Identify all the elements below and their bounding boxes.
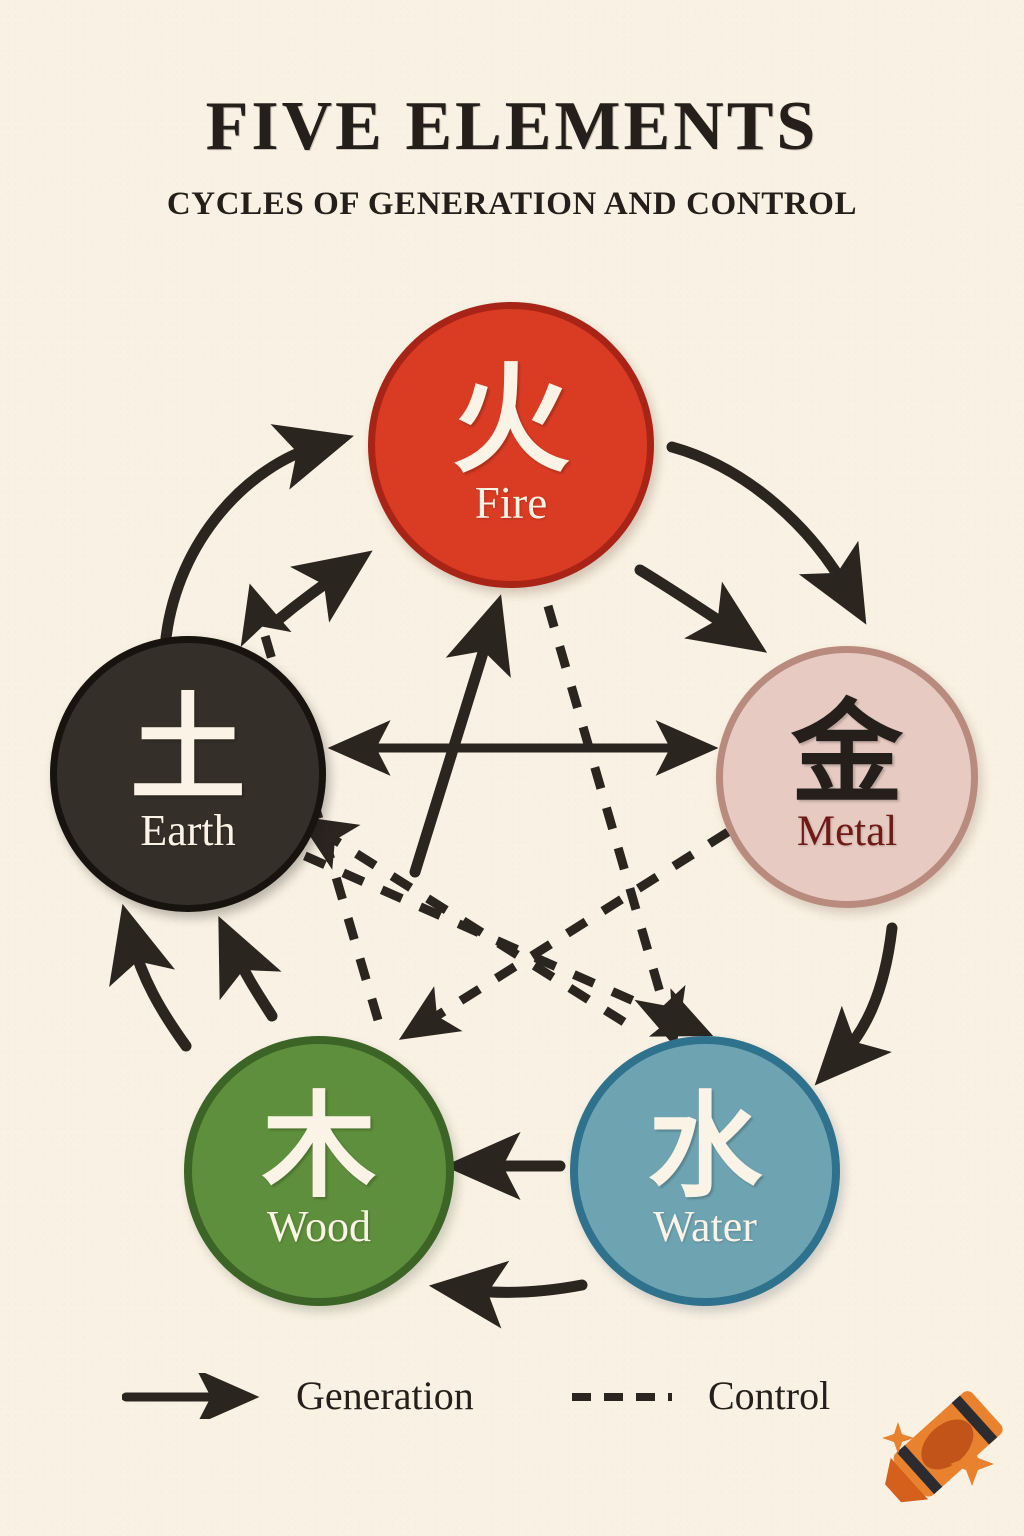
title-block: FIVE ELEMENTS CYCLES OF GENERATION AND C… bbox=[0, 92, 1024, 223]
legend: Generation Control bbox=[0, 1372, 1024, 1462]
element-glyph-water: 水 bbox=[647, 1079, 762, 1213]
element-node-metal[interactable]: 金 Metal bbox=[716, 646, 978, 908]
arrow-water-to-wood-outer bbox=[428, 1260, 588, 1329]
arrow-earth-to-fire-outer bbox=[160, 424, 354, 644]
element-node-fire[interactable]: 火 Fire bbox=[368, 302, 654, 588]
element-label-earth: Earth bbox=[140, 806, 236, 856]
element-glyph-wood: 木 bbox=[261, 1079, 376, 1213]
page-subtitle: CYCLES OF GENERATION AND CONTROL bbox=[166, 186, 858, 222]
sparkle-icon-small bbox=[882, 1422, 914, 1454]
legend-label-generation: Generation bbox=[296, 1373, 474, 1418]
legend-item-generation: Generation bbox=[122, 1372, 474, 1419]
generation-arrows bbox=[109, 424, 898, 1329]
sparkle-icon-large bbox=[950, 1442, 994, 1486]
element-label-fire: Fire bbox=[474, 477, 548, 528]
element-glyph-metal: 金 bbox=[791, 689, 903, 820]
element-glyph-fire: 火 bbox=[451, 351, 570, 490]
element-label-metal: Metal bbox=[796, 807, 898, 855]
arrow-fire-to-metal-inner bbox=[634, 564, 768, 653]
element-node-earth[interactable]: 土 Earth bbox=[50, 636, 326, 912]
arrow-metal-to-water bbox=[814, 922, 898, 1086]
dashed-arrow-water-to-fire bbox=[296, 816, 627, 1026]
legend-label-control: Control bbox=[708, 1373, 831, 1418]
page-title: FIVE ELEMENTS bbox=[205, 88, 819, 165]
element-glyph-earth: 土 bbox=[130, 681, 246, 817]
dashed-arrow-metal-to-wood bbox=[398, 828, 731, 1040]
element-label-wood: Wood bbox=[266, 1202, 371, 1252]
arrow-fire-to-metal-outer bbox=[666, 441, 867, 625]
element-label-water: Water bbox=[653, 1202, 757, 1252]
arrow-wood-to-earth-inner bbox=[218, 916, 282, 1022]
arrow-earth-to-fire-inner bbox=[272, 550, 373, 626]
element-node-water[interactable]: 水 Water bbox=[570, 1036, 840, 1306]
arrow-wood-to-earth-outer bbox=[109, 903, 192, 1052]
control-dashed-icon bbox=[572, 1392, 672, 1401]
generation-arrow-icon bbox=[122, 1372, 260, 1419]
crayon-icon bbox=[882, 1391, 1003, 1503]
element-node-wood[interactable]: 木 Wood bbox=[184, 1036, 454, 1306]
legend-item-control: Control bbox=[568, 1372, 830, 1419]
dashed-arrow-fire-to-water bbox=[543, 604, 686, 1049]
